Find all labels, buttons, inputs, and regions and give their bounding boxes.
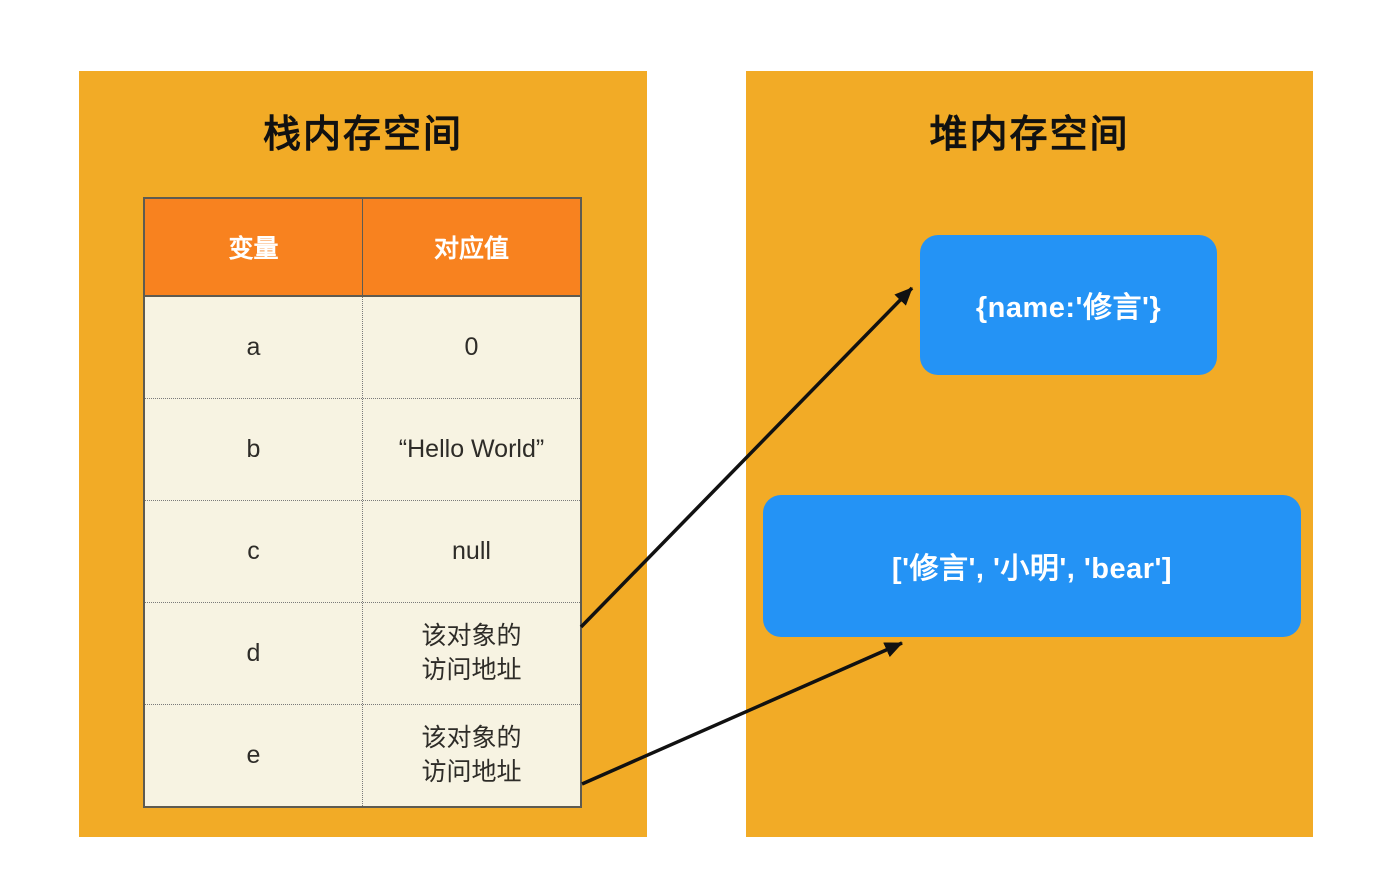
variable-cell: d [145,603,363,704]
table-header-row: 变量 对应值 [145,199,580,297]
variable-table: 变量 对应值 a 0 b “Hello World” c null d 该对象的… [143,197,582,808]
heap-object-box: {name:'修言'} [920,235,1217,375]
heap-panel: 堆内存空间 {name:'修言'} ['修言', '小明', 'bear'] [746,71,1313,837]
variable-cell: a [145,297,363,398]
table-row-d: d 该对象的 访问地址 [145,602,580,704]
value-cell: “Hello World” [398,434,545,463]
value-cell: 该对象的 访问地址 [421,723,522,786]
value-cell: 该对象的 访问地址 [421,621,522,684]
stack-panel: 栈内存空间 变量 对应值 a 0 b “Hello World” c null … [79,71,647,837]
heap-panel-title: 堆内存空间 [929,114,1130,156]
table-row-a: a 0 [145,297,580,398]
header-variable: 变量 [145,199,363,295]
value-cell: null [452,536,491,565]
stack-panel-title: 栈内存空间 [262,114,463,156]
variable-cell: c [145,501,363,602]
variable-cell: b [145,399,363,500]
value-cell: 0 [464,332,479,361]
heap-array-box: ['修言', '小明', 'bear'] [763,495,1301,637]
table-row-b: b “Hello World” [145,398,580,500]
table-row-c: c null [145,500,580,602]
header-value: 对应值 [433,235,509,263]
variable-cell: e [145,705,363,806]
table-row-e: e 该对象的 访问地址 [145,704,580,806]
